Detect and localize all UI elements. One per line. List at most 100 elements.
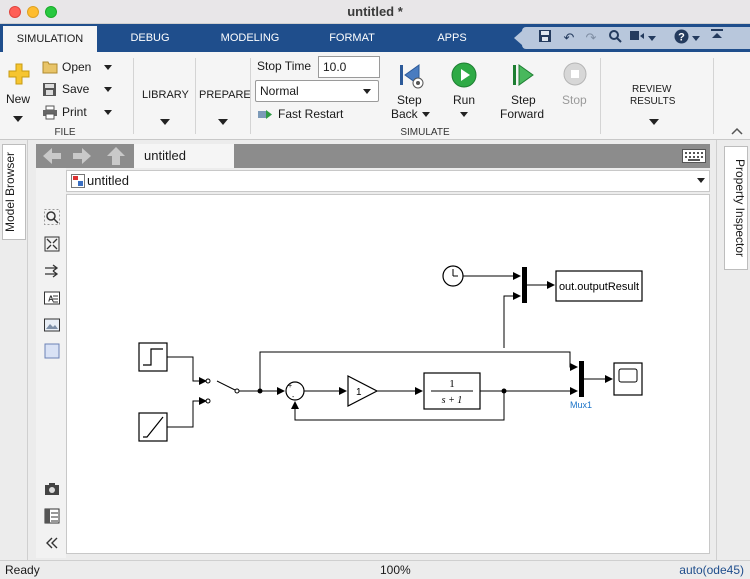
tab-modeling[interactable]: MODELING [220, 32, 280, 44]
step-back-button[interactable]: Step Back [390, 60, 432, 126]
new-button[interactable]: New [4, 60, 34, 112]
scope-block[interactable] [613, 362, 643, 396]
arrange-signals-icon[interactable] [44, 263, 60, 279]
transfer-function-block[interactable]: 1 s + 1 [423, 372, 481, 410]
model-data-editor-icon[interactable] [44, 508, 60, 524]
find-dropdown-icon[interactable] [648, 36, 656, 41]
fast-restart-icon [258, 110, 272, 119]
svg-text:A: A [48, 295, 54, 304]
zoom-window-button[interactable] [45, 6, 57, 18]
step-forward-icon [513, 64, 534, 86]
block-diagram-palette [36, 168, 66, 558]
solver-indicator[interactable]: auto(ode45) [679, 563, 744, 577]
model-canvas[interactable]: out.outputResult + - 1 [66, 194, 710, 554]
window-titlebar: untitled * [0, 0, 750, 24]
quick-access-toolbar: ↶ ↷ ? [514, 27, 750, 49]
branch-point [257, 388, 263, 394]
tf-numerator: 1 [449, 378, 455, 390]
save-dropdown-icon[interactable] [104, 87, 112, 92]
status-text: Ready [5, 563, 40, 577]
close-window-button[interactable] [9, 6, 21, 18]
toolstrip-separator [600, 58, 601, 134]
ramp-block[interactable] [138, 412, 168, 442]
svg-text:-: - [292, 394, 295, 401]
open-label: Open [62, 60, 92, 74]
area-icon[interactable] [44, 343, 60, 359]
property-inspector-tab[interactable]: Property Inspector [724, 146, 748, 270]
save-icon[interactable] [536, 29, 554, 47]
forward-arrow-icon[interactable] [72, 147, 92, 165]
print-button[interactable]: Print [40, 104, 120, 122]
printer-icon [43, 105, 57, 120]
tab-simulation[interactable]: SIMULATION [3, 24, 97, 52]
address-dropdown-icon[interactable] [697, 178, 705, 183]
gain-block[interactable]: 1 [347, 375, 379, 407]
open-dropdown-icon[interactable] [104, 65, 112, 70]
step-forward-button[interactable]: Step Forward [496, 60, 550, 126]
model-address-bar[interactable]: untitled [66, 170, 710, 192]
quickbar-notch [514, 31, 522, 45]
mux-label: Mux1 [570, 400, 592, 410]
gain-value: 1 [356, 387, 362, 398]
stop-time-input[interactable]: 10.0 [318, 56, 380, 78]
new-plus-icon [8, 63, 30, 85]
ribbon-tab-strip: SIMULATION DEBUG MODELING FORMAT APPS ↶ … [0, 24, 750, 52]
manual-switch-block[interactable] [205, 378, 240, 404]
collapse-palette-icon[interactable] [44, 535, 60, 551]
save-button[interactable]: Save [40, 81, 120, 99]
fast-restart-toggle[interactable]: Fast Restart [257, 106, 377, 124]
prepare-button[interactable]: PREPARE [197, 82, 251, 128]
mux-bottom-block[interactable] [579, 361, 584, 397]
zoom-icon[interactable] [44, 209, 60, 225]
svg-text:?: ? [678, 32, 685, 44]
model-browser-tab[interactable]: Model Browser [2, 144, 26, 240]
stop-button[interactable]: Stop [558, 60, 592, 126]
find-replace-icon[interactable] [628, 29, 646, 47]
camera-icon[interactable] [44, 481, 60, 497]
toolstrip-separator [133, 58, 134, 134]
prepare-dropdown-icon [218, 119, 228, 125]
library-button[interactable]: LIBRARY [137, 82, 193, 128]
redo-icon[interactable]: ↷ [585, 30, 597, 45]
step-block[interactable] [138, 342, 168, 372]
review-results-button[interactable]: REVIEW RESULTS [612, 82, 696, 128]
tab-debug[interactable]: DEBUG [130, 32, 170, 44]
fit-to-view-icon[interactable] [44, 236, 60, 252]
status-bar: Ready 100% auto(ode45) [0, 560, 750, 579]
tab-format[interactable]: FORMAT [329, 32, 375, 44]
new-dropdown-icon[interactable] [13, 116, 23, 122]
review-label-1: REVIEW [632, 84, 672, 95]
open-button[interactable]: Open [40, 59, 120, 77]
library-label: LIBRARY [142, 89, 189, 101]
collapse-toolstrip-icon[interactable] [708, 27, 726, 45]
help-dropdown-icon[interactable] [692, 36, 700, 41]
simulation-mode-select[interactable]: Normal [255, 80, 379, 102]
mux-top-block[interactable] [522, 267, 527, 303]
help-icon[interactable]: ? [672, 29, 690, 47]
step-back-label-1: Step [397, 93, 422, 107]
stop-icon [563, 62, 587, 86]
tab-apps[interactable]: APPS [437, 32, 467, 44]
up-arrow-icon[interactable] [106, 146, 126, 166]
collapse-ribbon-icon[interactable] [731, 126, 743, 136]
review-label-2: RESULTS [630, 96, 676, 107]
image-icon[interactable] [44, 317, 60, 333]
fast-restart-label: Fast Restart [278, 107, 344, 121]
sum-block[interactable]: + - [285, 381, 305, 401]
annotation-icon[interactable]: A [44, 290, 60, 306]
search-icon[interactable] [606, 29, 624, 47]
zoom-level[interactable]: 100% [380, 563, 411, 577]
minimize-window-button[interactable] [27, 6, 39, 18]
run-label: Run [453, 93, 476, 107]
run-button[interactable]: Run [446, 60, 482, 126]
stop-time-label: Stop Time [257, 59, 312, 73]
step-forward-label-1: Step [511, 93, 536, 107]
model-tab[interactable]: untitled [134, 144, 234, 168]
keyboard-icon[interactable] [682, 149, 706, 163]
to-workspace-block[interactable]: out.outputResult [555, 270, 643, 302]
print-dropdown-icon[interactable] [104, 110, 112, 115]
stop-label: Stop [562, 93, 587, 107]
undo-icon[interactable]: ↶ [563, 30, 575, 45]
clock-block[interactable] [442, 265, 464, 287]
back-arrow-icon[interactable] [42, 147, 62, 165]
